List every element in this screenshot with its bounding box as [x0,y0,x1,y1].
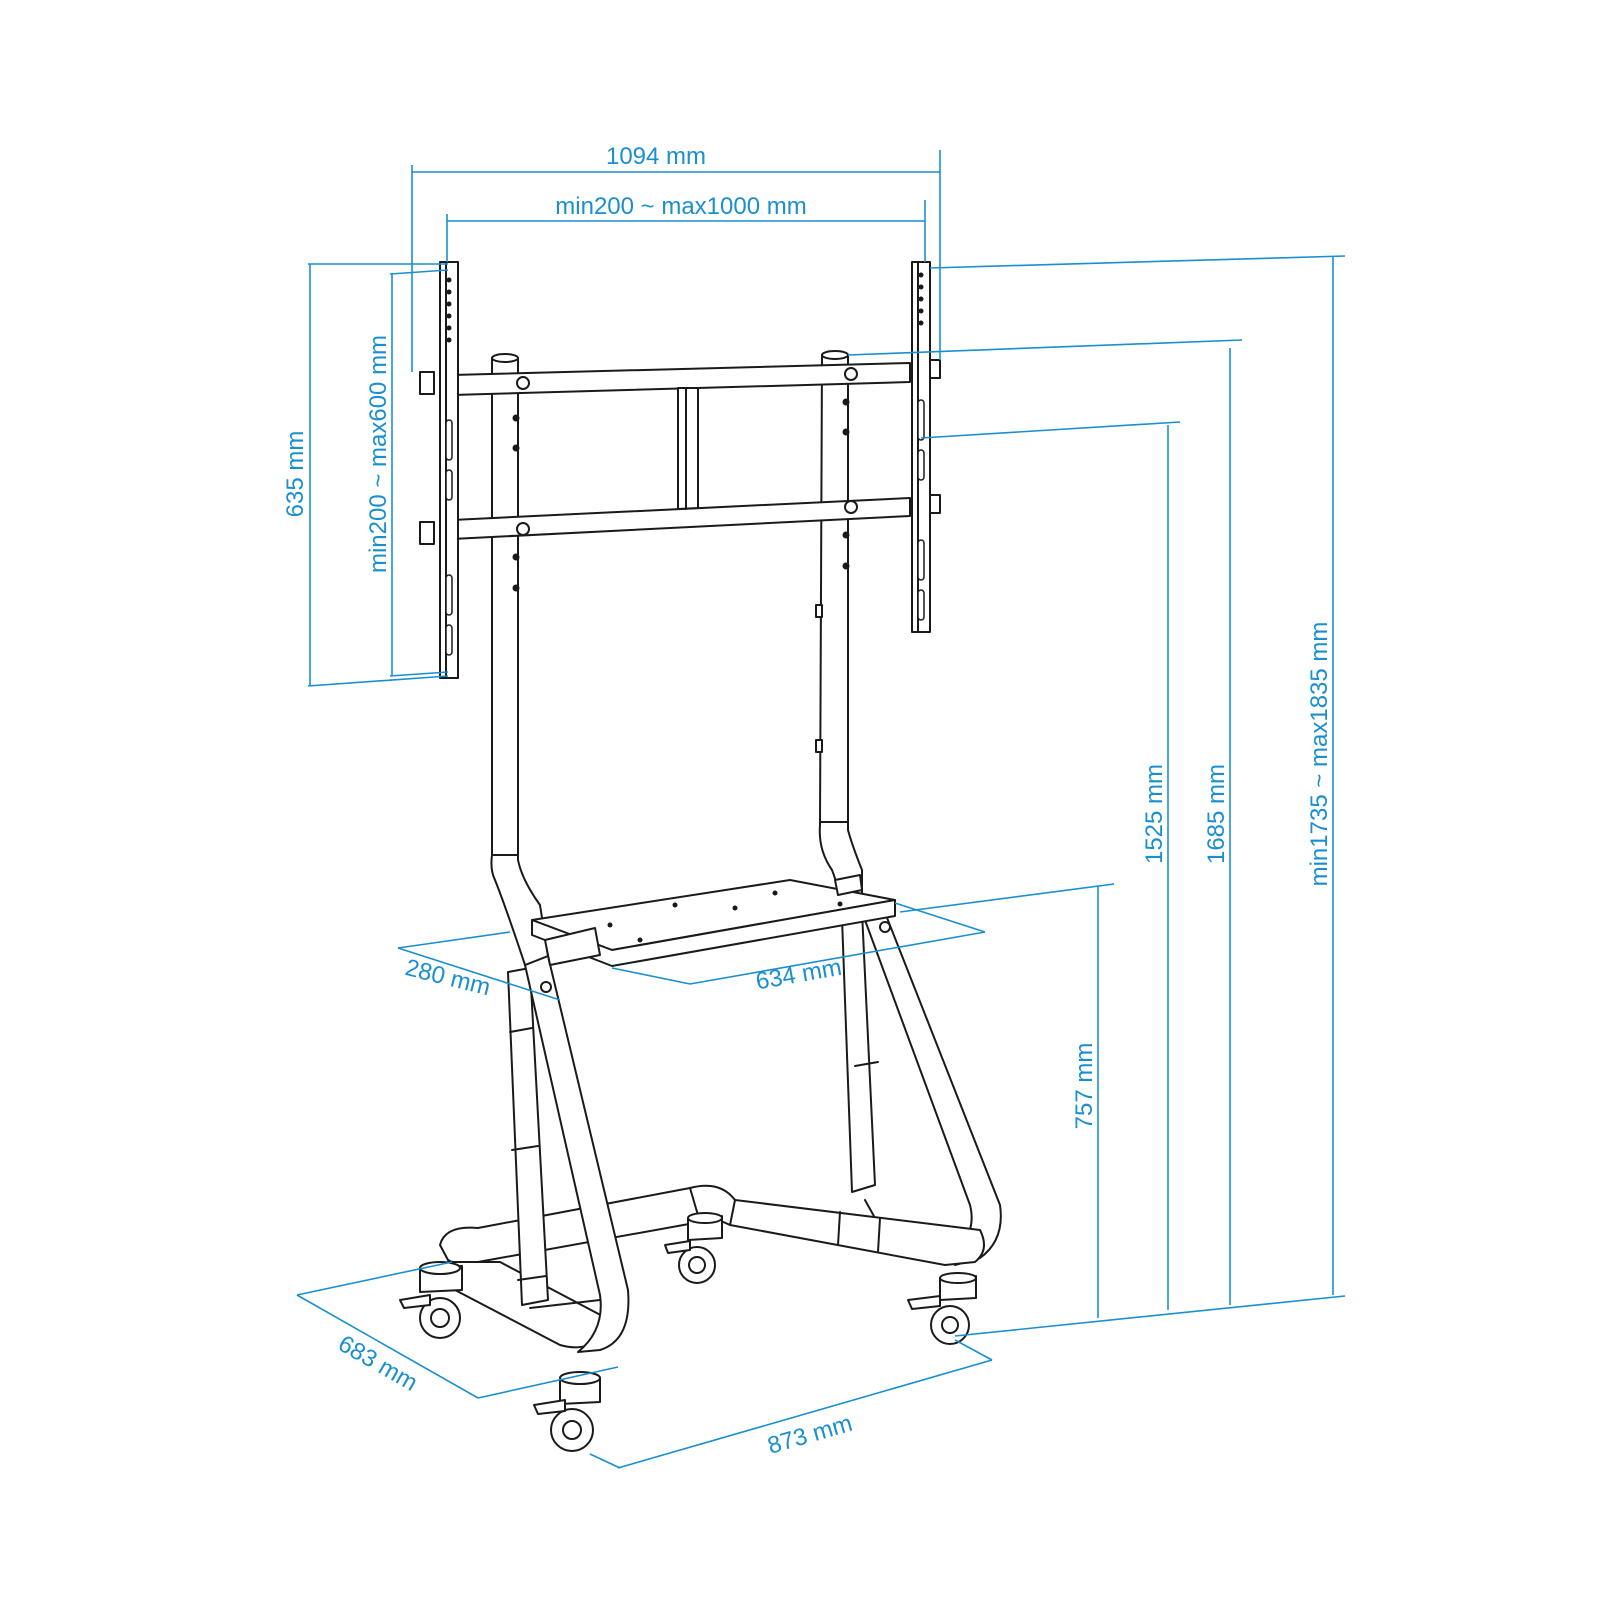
caster-rear-left [664,1212,723,1284]
center-bracket [677,387,699,510]
shelf-height-label: 757 mm [1071,1043,1098,1130]
left-vesa-rail [419,261,459,679]
caster-front-center [533,1371,601,1452]
caster-front-left [399,1261,463,1339]
mount-center-height-label: 1525 mm [1141,764,1168,864]
right-vesa-rail [911,261,941,633]
base-width-label: 873 mm [765,1410,856,1460]
dimension-lines [296,150,1346,1469]
shelf-depth-label: 280 mm [402,954,493,1001]
total-height-label: min1735 ~ max1835 mm [1306,622,1333,887]
shelf [531,874,896,993]
tv-stand-drawing [399,261,1002,1452]
shelf-width-label: 634 mm [754,954,844,996]
rear-legs [841,899,1002,1266]
left-column [490,353,549,966]
vesa-width-label: min200 ~ max1000 mm [555,193,806,220]
dimension-labels: 1094 mm min200 ~ max1000 mm 635 mm min20… [282,143,1333,1460]
caster-rear-right [907,1272,977,1345]
overall-width-label: 1094 mm [606,143,706,170]
right-column [815,350,863,919]
vesa-height-label: min200 ~ max600 mm [365,335,392,573]
bracket-height-label: 635 mm [282,431,309,518]
crossbar-height-label: 1685 mm [1203,764,1230,864]
front-left-leg [507,967,549,1306]
front-right-leg [524,955,630,1353]
